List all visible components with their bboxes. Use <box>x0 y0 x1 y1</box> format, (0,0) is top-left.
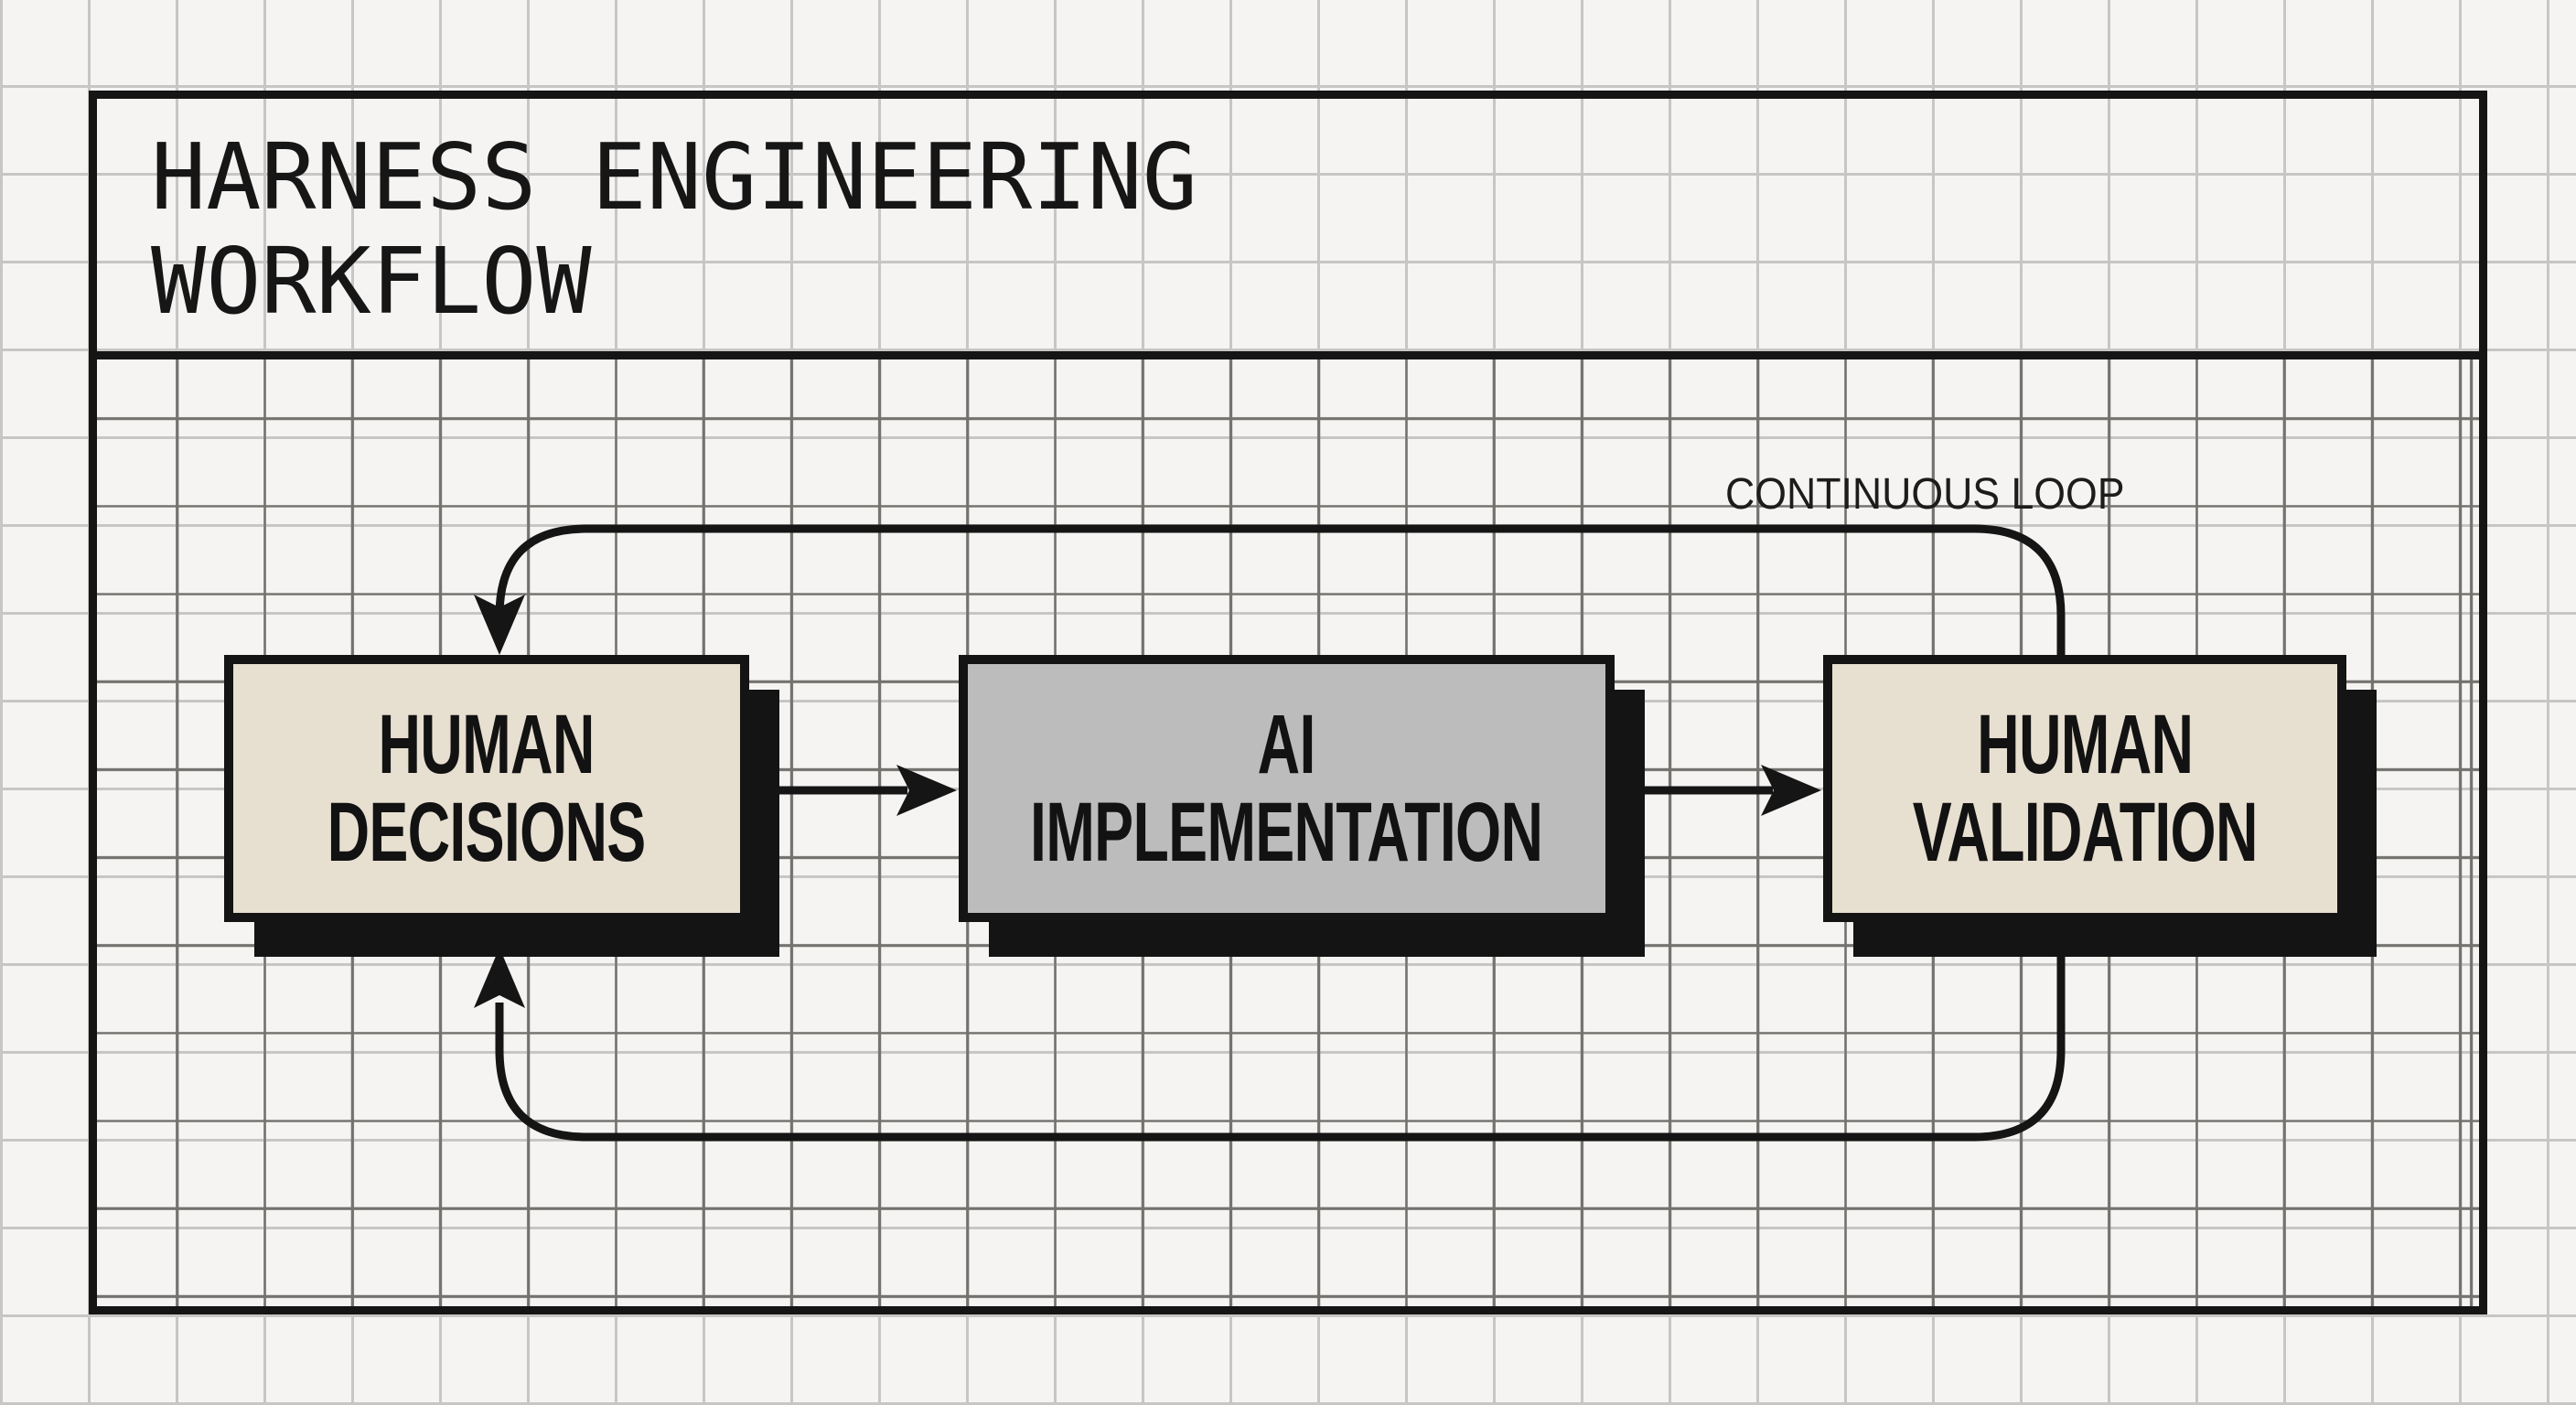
title-band: HARNESS ENGINEERING WORKFLOW <box>97 99 2479 359</box>
loop-bottom-arrowhead-up-icon <box>474 948 525 1008</box>
loop-bottom-line <box>495 949 2066 1142</box>
loop-top-line <box>495 524 2066 660</box>
node-label: HUMAN VALIDATION <box>1912 698 2259 879</box>
page-title: HARNESS ENGINEERING WORKFLOW <box>151 125 1197 334</box>
node-ai-implementation: AI IMPLEMENTATION <box>959 655 1645 957</box>
continuous-loop-label: CONTINUOUS LOOP <box>1725 470 2125 519</box>
node-label-line-2: IMPLEMENTATION <box>1030 786 1543 879</box>
loop-top-arrowhead-down-icon <box>474 595 525 655</box>
node-face: AI IMPLEMENTATION <box>959 655 1615 922</box>
node-label-line-1: HUMAN <box>1976 698 2194 791</box>
page-title-line-2: WORKFLOW <box>151 228 592 335</box>
node-human-decisions: HUMAN DECISIONS <box>224 655 779 957</box>
node-label-line-1: HUMAN <box>378 698 596 791</box>
node-label-line-1: AI <box>1258 698 1316 791</box>
node-label: AI IMPLEMENTATION <box>1030 698 1543 879</box>
node-face: HUMAN DECISIONS <box>224 655 749 922</box>
workflow-frame: HARNESS ENGINEERING WORKFLOW <box>89 91 2487 1314</box>
node-human-validation: HUMAN VALIDATION <box>1823 655 2377 957</box>
connector-arrowhead-right-icon <box>896 765 957 816</box>
node-label: HUMAN DECISIONS <box>327 698 647 879</box>
node-label-line-2: VALIDATION <box>1912 786 2259 879</box>
node-label-line-2: DECISIONS <box>327 786 647 879</box>
connector-arrowhead-right-icon <box>1761 765 1821 816</box>
page-title-line-1: HARNESS ENGINEERING <box>151 123 1197 231</box>
node-face: HUMAN VALIDATION <box>1823 655 2346 922</box>
